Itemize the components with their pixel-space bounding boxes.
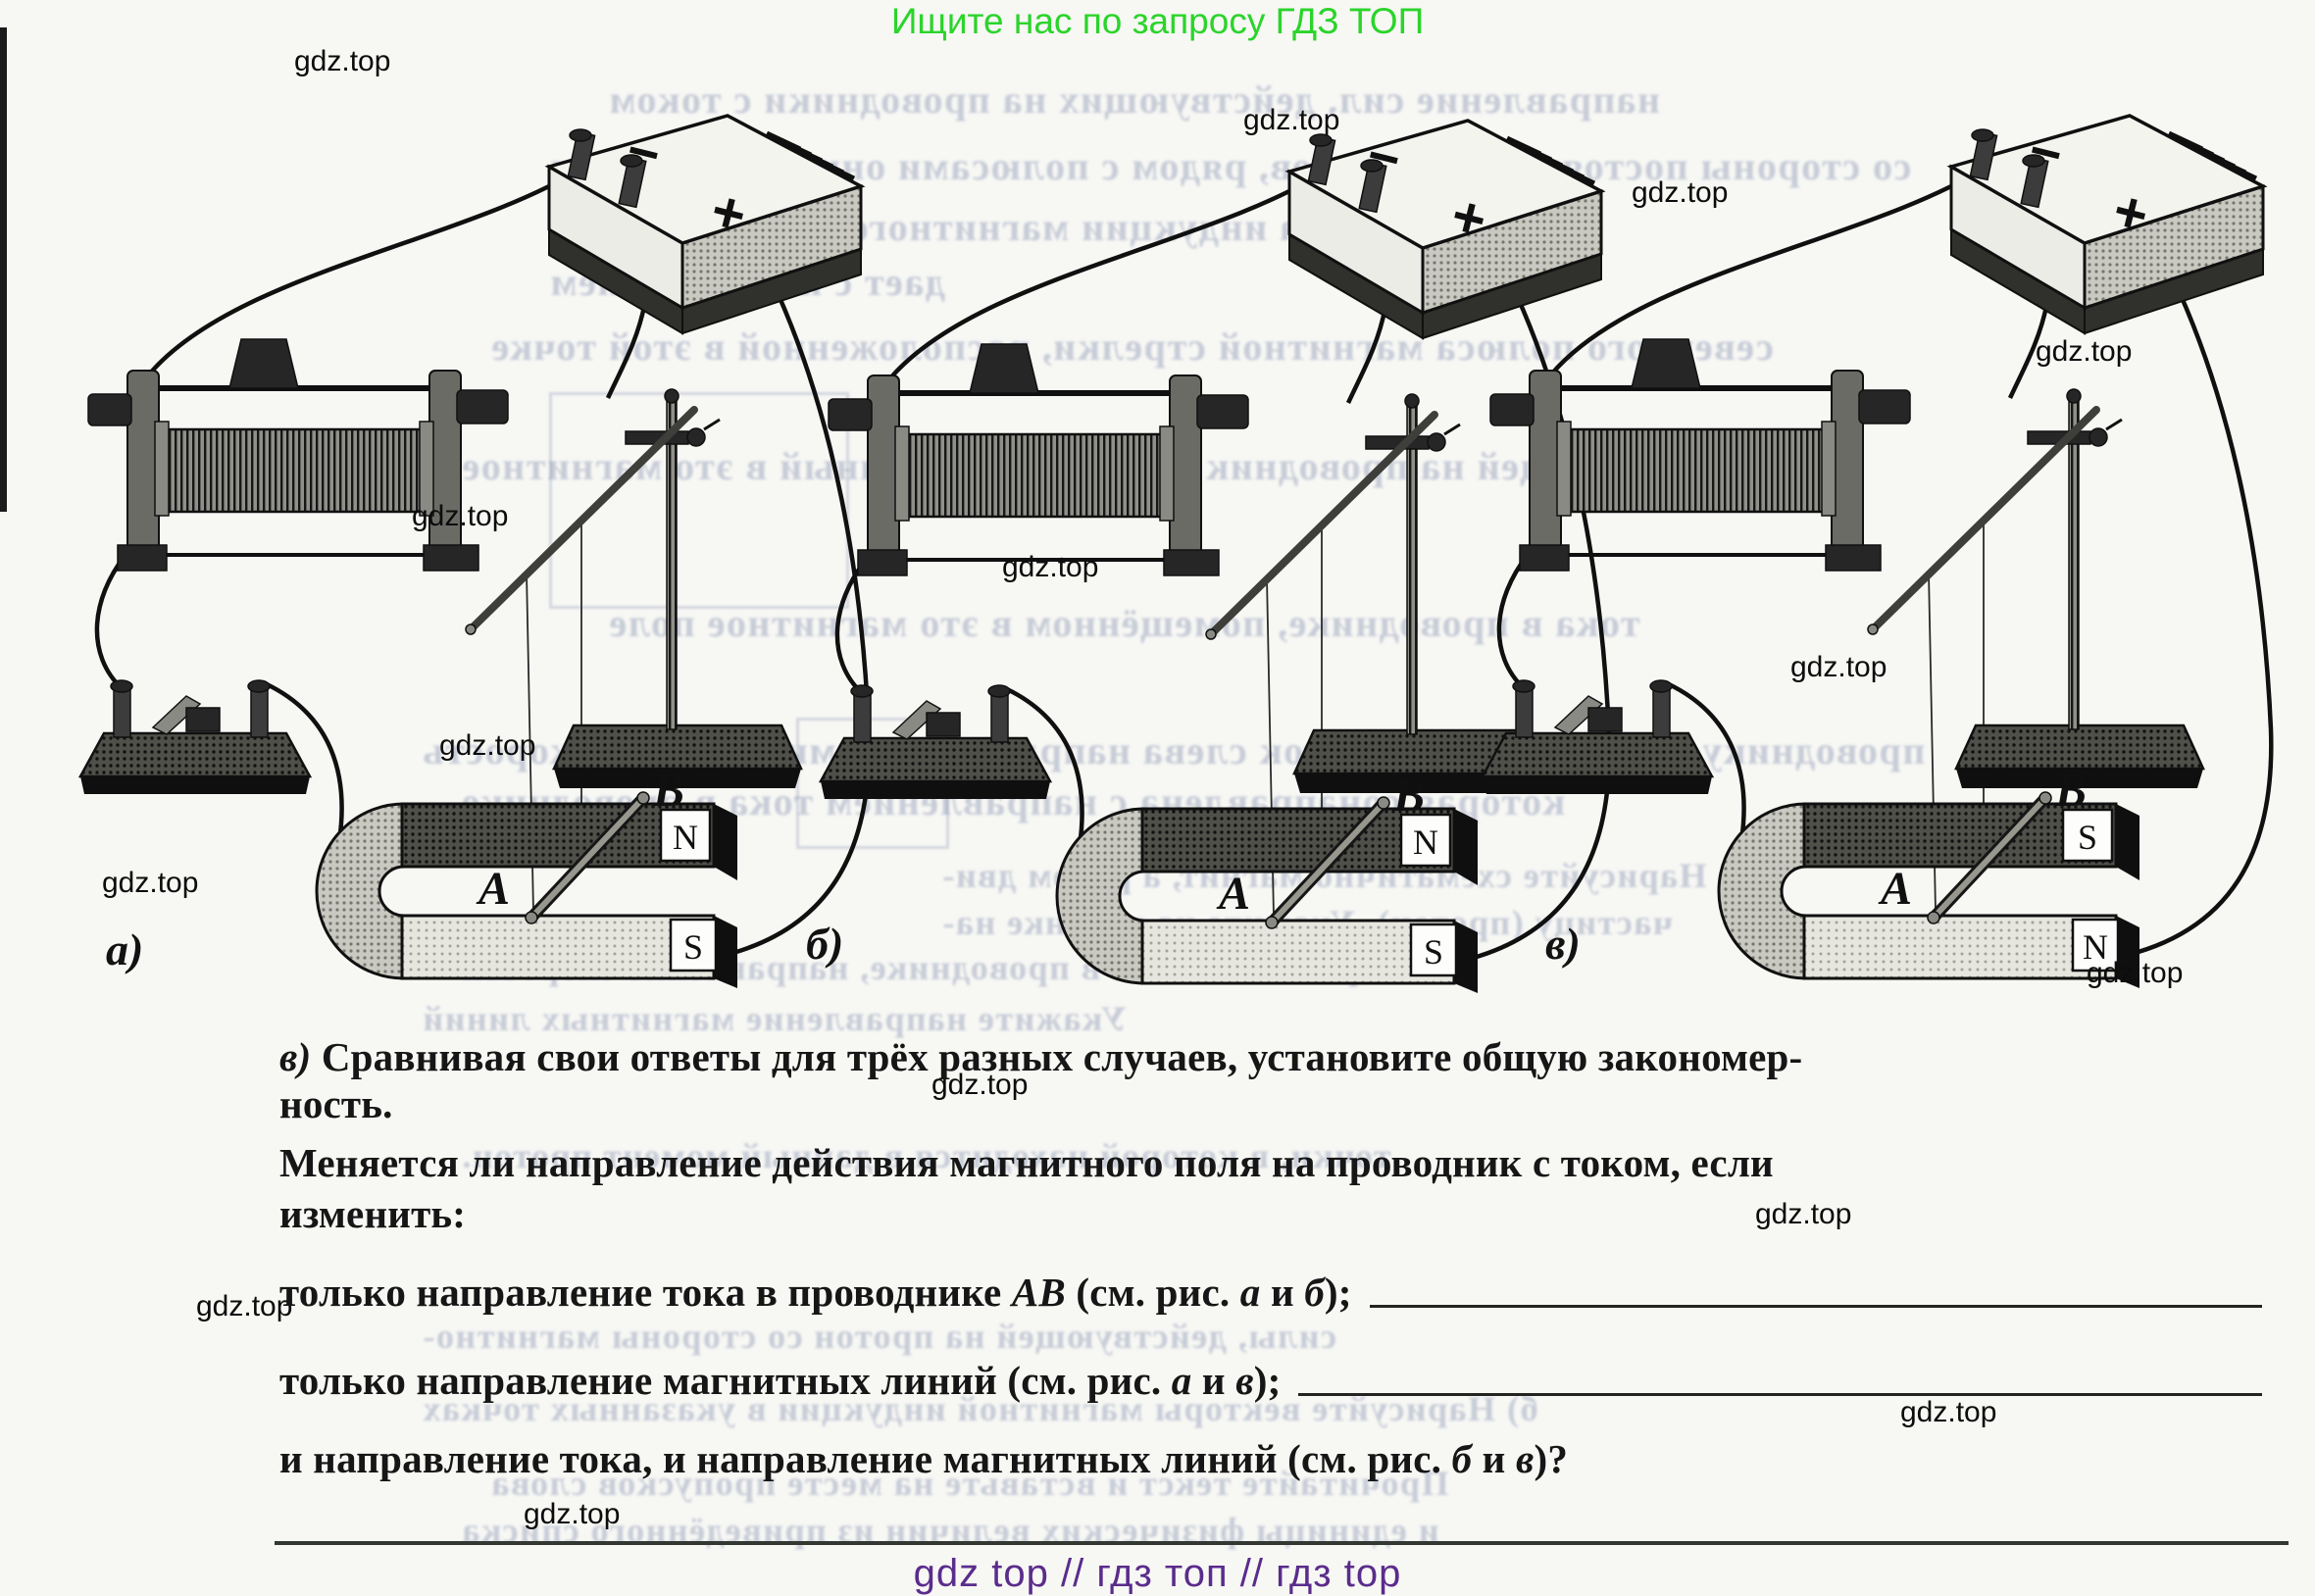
figure-label-a: а) [106,924,144,974]
bleedthrough-text: силы, действующей на протон со стороны м… [422,1317,1336,1356]
answer-blank-line[interactable] [1369,1305,2262,1308]
question-item-2: только направление магнитных линий (см. … [279,1357,2262,1404]
experiment-setup-a: N S А В − + [39,49,892,990]
scan-edge-artifact [0,27,7,512]
conductor-end-a-label: А [476,863,510,915]
watermark: gdz.top [1243,104,1340,136]
answer-blank-line[interactable] [1298,1393,2262,1396]
magnet-pole-top-label: S [2078,818,2097,857]
magnet-pole-top-label: N [673,818,698,857]
conductor-end-b-label: В [652,765,684,817]
task-summary-line2: ность. [279,1081,393,1126]
promo-banner: Ищите нас по запросу ГДЗ ТОП [890,1,1425,41]
task-summary-line1: в) Сравнивая свои ответы для трёх разных… [279,1034,1803,1079]
conductor-end-b-label: В [1392,770,1425,822]
watermark: gdz.top [1900,1396,1997,1428]
answer-rule-line [275,1541,2289,1545]
question-line1: Меняется ли направление действия магнитн… [279,1140,1774,1185]
watermark: gdz.top [1002,551,1099,583]
watermark: gdz.top [102,867,199,899]
conductor-end-a-label: А [1878,863,1912,915]
watermark: gdz.top [2087,957,2184,989]
item1-text: только направление тока в проводнике АВ … [279,1270,1352,1315]
task-part-letter: в) [279,1034,312,1079]
watermark: gdz.top [196,1290,293,1322]
magnet-pole-top-label: N [1413,823,1438,862]
experiment-setup-b: N S А В − + [780,54,1633,995]
question-item-1: только направление тока в проводнике АВ … [279,1269,2262,1316]
watermark: gdz.top [1755,1198,1852,1230]
magnet-pole-bottom-label: S [1424,932,1443,972]
experiment-setup-v: S N А В − + [1441,49,2294,990]
watermark: gdz.top [2036,335,2133,368]
watermark: gdz.top [294,45,391,77]
bleedthrough-box [549,392,849,609]
figure-label-b: б) [806,919,844,969]
item2-text: только направление магнитных линий (см. … [279,1358,1282,1403]
footer-watermark: gdz top // гдз топ // гдз top [913,1552,1402,1595]
watermark: gdz.top [439,729,536,762]
watermark: gdz.top [1632,176,1729,209]
watermark: gdz.top [1790,651,1887,683]
watermark: gdz.top [412,500,509,532]
conductor-end-b-label: В [2054,765,2087,817]
conductor-end-a-label: А [1216,868,1250,920]
question-item-3: и направление тока, и направление магнит… [279,1436,1569,1481]
watermark: gdz.top [931,1069,1029,1101]
magnet-pole-bottom-label: S [683,927,703,967]
figure-label-v: в) [1545,919,1581,969]
question-line2: изменить: [279,1191,467,1236]
magnet-pole-bottom-label: N [2083,927,2108,967]
watermark: gdz.top [524,1498,621,1530]
